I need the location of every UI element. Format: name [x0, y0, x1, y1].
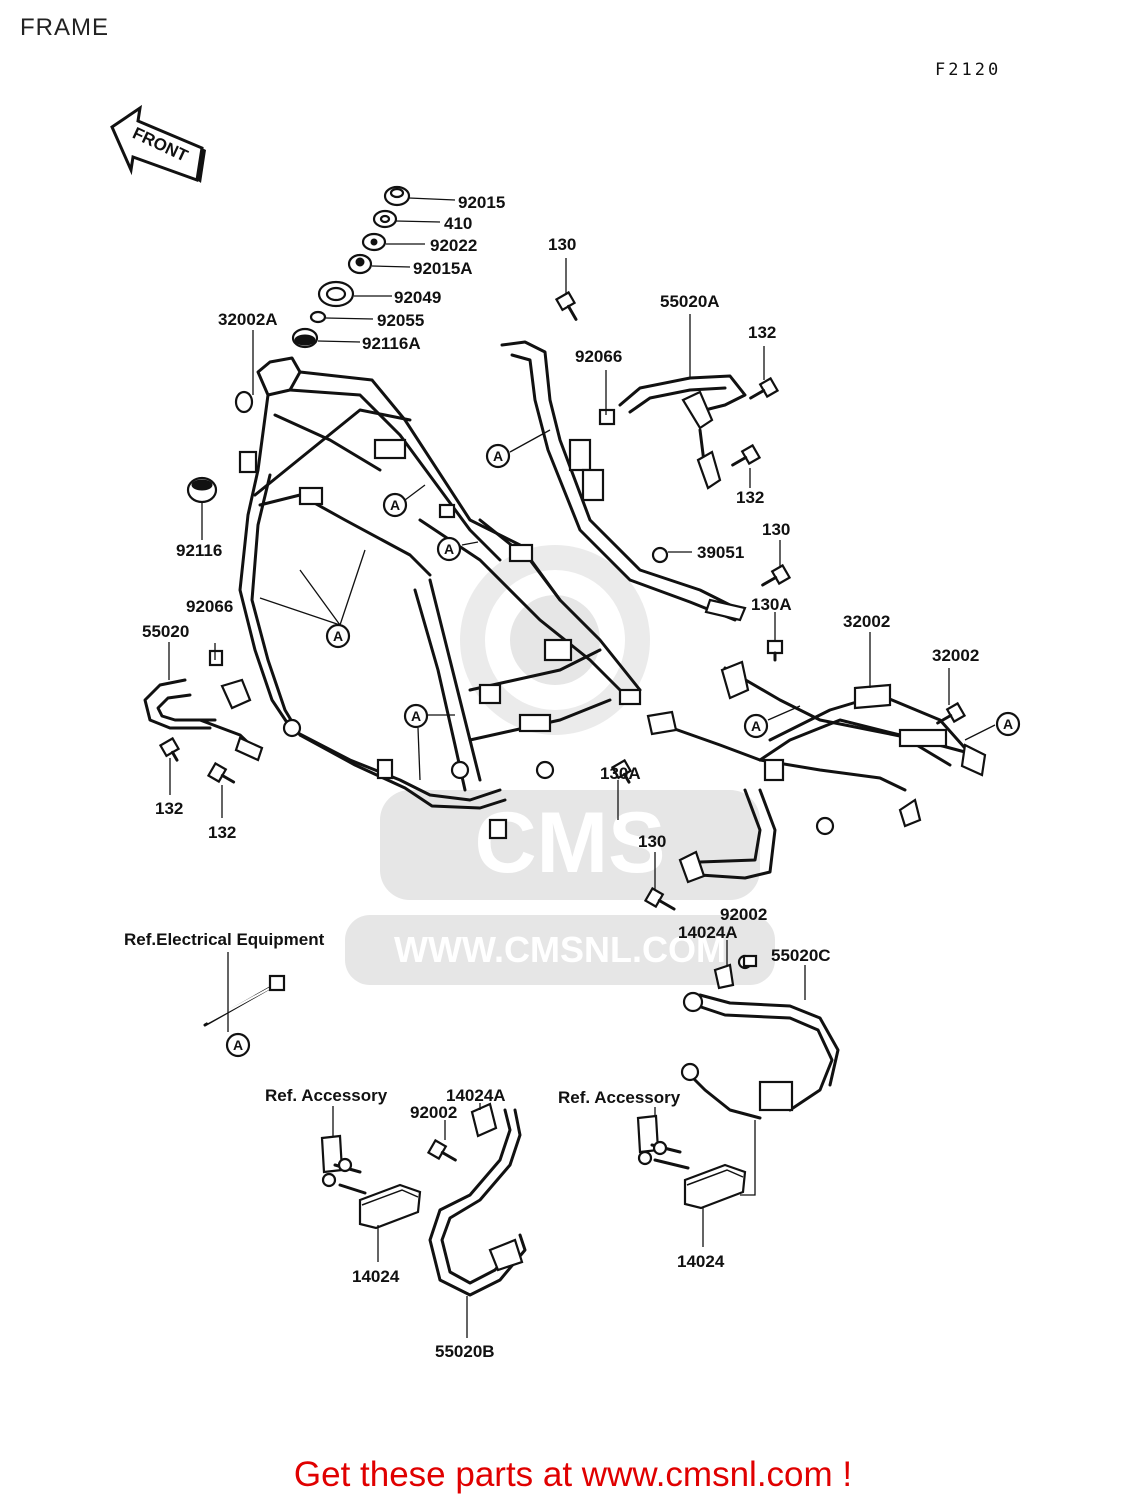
svg-text:A: A — [444, 541, 454, 557]
part-label: 32002 — [843, 612, 890, 631]
part-label: 130 — [762, 520, 790, 539]
marker-a: A — [436, 536, 462, 562]
figure-code: F2120 — [935, 60, 1002, 80]
mount-hardware-stack — [291, 185, 456, 349]
part-label: 92015 — [458, 193, 505, 212]
marker-a: A — [485, 443, 511, 469]
part-label: 39051 — [697, 543, 744, 562]
part-label: 14024 — [352, 1267, 400, 1286]
part-label: 92055 — [377, 311, 424, 330]
subframe-32002 — [646, 660, 987, 836]
part-label: 92015A — [413, 259, 473, 278]
svg-text:A: A — [411, 708, 421, 724]
marker-a: A — [995, 711, 1021, 737]
guard-55020B — [428, 1102, 527, 1297]
reference-markers: A A A A A A A A — [225, 443, 1021, 1058]
part-label: 32002 — [932, 646, 979, 665]
watermark-url: WWW.CMSNL.COM — [394, 929, 726, 970]
marker-a: A — [382, 492, 408, 518]
marker-a: A — [225, 1032, 251, 1058]
marker-a: A — [403, 703, 429, 729]
part-label: 92049 — [394, 288, 441, 307]
part-label: 55020B — [435, 1342, 495, 1361]
part-label: 32002A — [218, 310, 278, 329]
clamp-14024-left — [320, 1134, 422, 1230]
marker-a: A — [743, 713, 769, 739]
part-label: 130 — [638, 832, 666, 851]
front-arrow-icon: FRONT — [110, 104, 206, 183]
part-label: 92066 — [575, 347, 622, 366]
guard-55020A — [598, 374, 747, 490]
part-label: 55020A — [660, 292, 720, 311]
cmsnl-watermark: CMS WWW.CMSNL.COM — [345, 545, 775, 985]
svg-text:A: A — [390, 497, 400, 513]
svg-text:A: A — [233, 1037, 243, 1053]
ref-electrical-label: Ref.Electrical Equipment — [124, 930, 325, 949]
marker-a: A — [325, 623, 351, 649]
svg-text:A: A — [493, 448, 503, 464]
leader-lines — [168, 258, 996, 1338]
part-label: 132 — [155, 799, 183, 818]
part-label: 410 — [444, 214, 472, 233]
ref-accessory-label: Ref. Accessory — [558, 1088, 681, 1107]
part-label: 14024A — [678, 923, 738, 942]
part-label: 92022 — [430, 236, 477, 255]
part-label: 130A — [600, 764, 641, 783]
bolt-icons — [158, 290, 967, 1162]
ref-accessory-label: Ref. Accessory — [265, 1086, 388, 1105]
part-label: 132 — [748, 323, 776, 342]
svg-text:A: A — [333, 628, 343, 644]
part-label: 132 — [736, 488, 764, 507]
part-label: 92066 — [186, 597, 233, 616]
guard-55020 — [143, 649, 264, 762]
part-label: 92002 — [410, 1103, 457, 1122]
footer-link[interactable]: Get these parts at www.cmsnl.com ! — [293, 1455, 853, 1494]
part-label: 92116 — [176, 541, 222, 560]
cable-tie — [203, 974, 286, 1027]
part-label: 130 — [548, 235, 576, 254]
clamp-14024-right — [636, 1114, 747, 1210]
part-labels: 92015 410 92022 92015A 92049 92055 92116… — [124, 193, 979, 1361]
svg-text:A: A — [1003, 716, 1013, 732]
part-label: 14024 — [677, 1252, 725, 1271]
part-label: 55020C — [771, 946, 831, 965]
watermark-brand: CMS — [474, 795, 665, 891]
part-label: 92116A — [362, 334, 421, 353]
part-label: 14024A — [446, 1086, 506, 1105]
page-title: FRAME — [20, 14, 109, 41]
part-label: 92002 — [720, 905, 767, 924]
rear-frame-rail-39051 — [500, 340, 747, 622]
part-label: 132 — [208, 823, 236, 842]
grommet-92116 — [186, 476, 218, 540]
part-label: 55020 — [142, 622, 189, 641]
part-label: 130A — [751, 595, 792, 614]
svg-text:A: A — [751, 718, 761, 734]
